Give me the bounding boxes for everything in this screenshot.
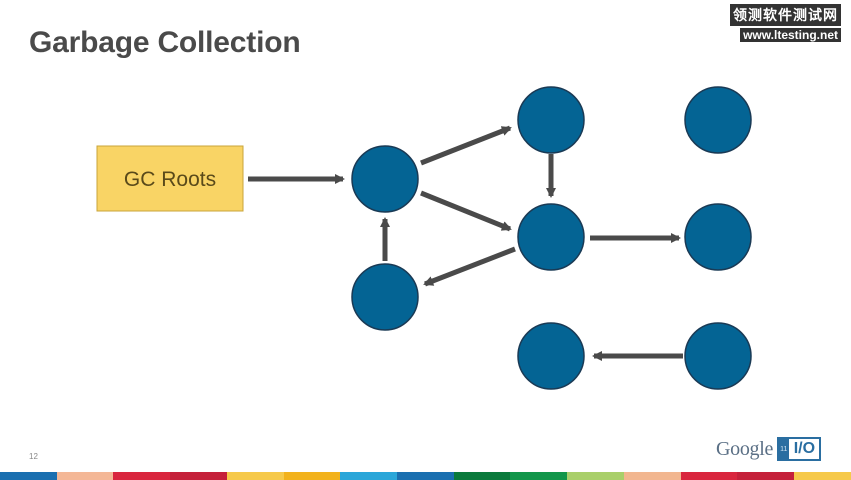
color-stripe-segment (794, 472, 851, 480)
color-stripe-segment (340, 472, 398, 480)
gc-roots-box: GC Roots (96, 145, 244, 212)
google-logo: Google (716, 437, 774, 460)
color-stripe-segment (680, 472, 738, 480)
edges (248, 125, 683, 361)
node-g (517, 322, 585, 390)
page-number: 12 (29, 452, 38, 461)
node-e (684, 86, 752, 154)
slide-title: Garbage Collection (29, 26, 301, 59)
color-stripe-segment (623, 472, 681, 480)
color-stripe-segment (113, 472, 171, 480)
io-badge: 11 I/O (777, 437, 822, 461)
gc-roots-label: GC Roots (124, 168, 216, 191)
color-stripe-segment (0, 472, 57, 480)
node-h (684, 322, 752, 390)
color-stripe-segment (56, 472, 114, 480)
nodes (351, 86, 752, 390)
watermark-cn: 领测软件测试网 (730, 4, 841, 26)
node-b (517, 86, 585, 154)
color-stripe-segment (567, 472, 624, 480)
node-c (517, 203, 585, 271)
color-stripe-segment (737, 472, 795, 480)
watermark: 领测软件测试网 www.ltesting.net (730, 4, 841, 44)
io-number: 11 (780, 445, 788, 453)
color-stripe-segment (453, 472, 511, 480)
edge-a-to-b (420, 125, 512, 166)
io-text: I/O (789, 439, 820, 459)
edge-a-to-c (420, 190, 512, 232)
edge-c-to-d (423, 246, 516, 287)
color-stripe-segment (170, 472, 227, 480)
color-stripe-segment (283, 472, 341, 480)
google-io-logo: Google 11 I/O (716, 436, 822, 462)
node-d (351, 263, 419, 331)
color-stripe-segment (510, 472, 568, 480)
color-stripe-bar (0, 472, 851, 480)
color-stripe-segment (226, 472, 284, 480)
node-f (684, 203, 752, 271)
watermark-url: www.ltesting.net (740, 28, 841, 42)
color-stripe-segment (397, 472, 454, 480)
node-a (351, 145, 419, 213)
